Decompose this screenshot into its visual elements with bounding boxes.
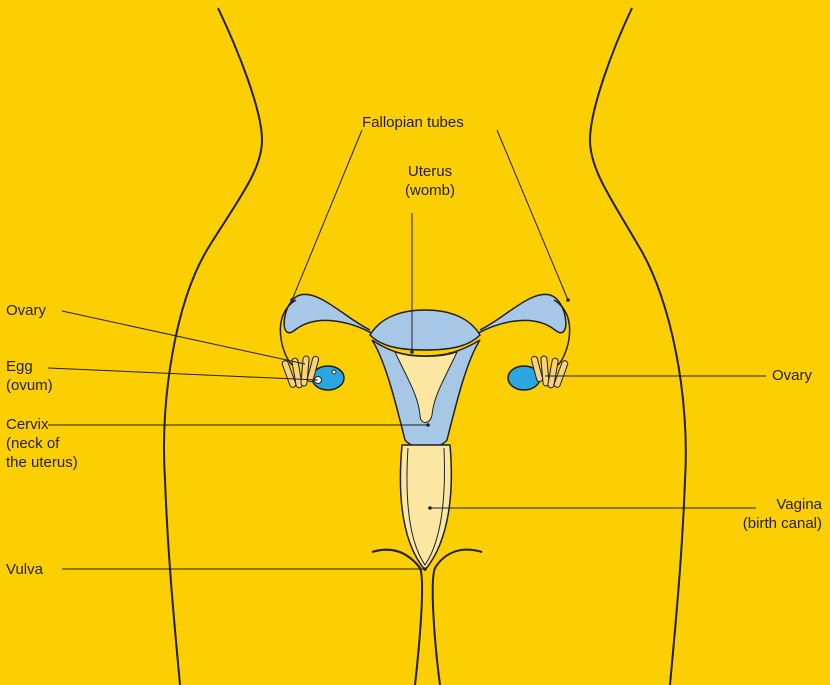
uterus-fundus xyxy=(370,310,480,350)
leader-ovary-left xyxy=(62,311,305,364)
label-cervix: Cervix (neck of the uterus) xyxy=(6,415,78,472)
leader-fallopian-right xyxy=(497,130,568,300)
body-outline-right xyxy=(590,8,686,685)
label-vagina: Vagina (birth canal) xyxy=(726,495,822,533)
label-ovary-right: Ovary xyxy=(772,366,812,385)
body-outline-left xyxy=(164,8,262,685)
thigh-line-right xyxy=(433,550,482,685)
thigh-line-left xyxy=(372,550,422,685)
leader-fallopian-left xyxy=(292,130,362,300)
egg-small xyxy=(332,370,336,374)
label-ovary-left: Ovary xyxy=(6,301,46,320)
label-egg: Egg (ovum) xyxy=(6,357,53,395)
label-uterus: Uterus (womb) xyxy=(405,162,455,200)
label-fallopian-tubes: Fallopian tubes xyxy=(362,113,464,132)
fallopian-tube-left xyxy=(284,294,380,338)
label-vulva: Vulva xyxy=(6,560,43,579)
fallopian-tube-right xyxy=(470,294,566,338)
leader-egg xyxy=(48,368,318,380)
